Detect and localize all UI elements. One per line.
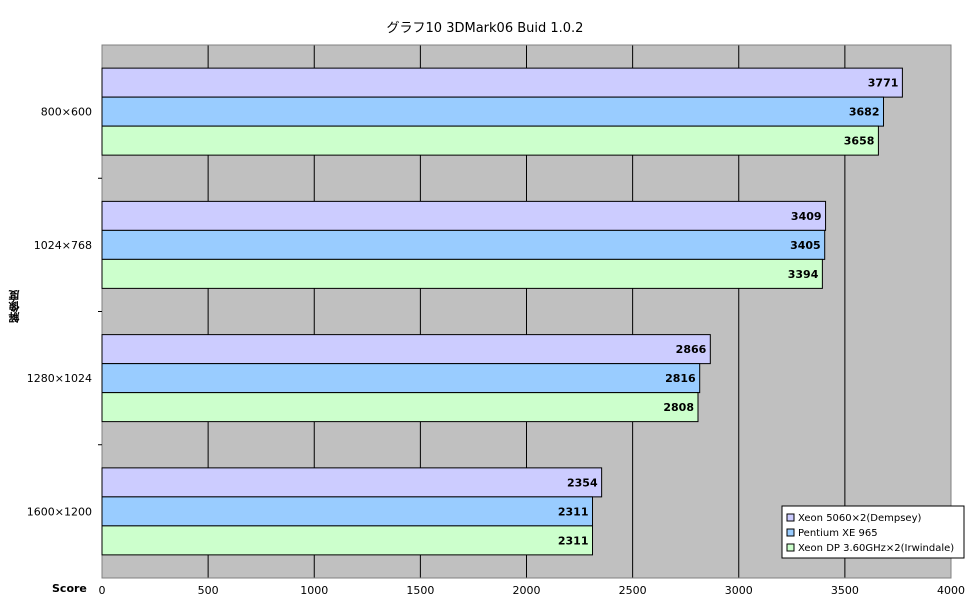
legend-swatch <box>786 513 795 522</box>
legend-label: Xeon 5060×2(Dempsey) <box>798 513 922 524</box>
x-tick-label: 2000 <box>513 584 541 597</box>
bar <box>101 229 826 260</box>
legend-label: Pentium XE 965 <box>798 528 878 539</box>
legend-swatch <box>786 528 795 537</box>
bar <box>101 496 594 527</box>
bar <box>101 363 701 394</box>
data-label: 3409 <box>791 210 822 223</box>
legend-swatch <box>786 543 795 552</box>
data-label: 3771 <box>868 77 899 90</box>
y-category-label: 800×600 <box>41 106 92 119</box>
legend <box>781 505 965 559</box>
y-category-label: 1280×1024 <box>27 372 92 385</box>
data-label: 2866 <box>676 343 707 356</box>
bar <box>101 96 885 127</box>
legend-label: Xeon DP 3.60GHz×2(Irwindale) <box>798 543 954 554</box>
data-label: 3658 <box>844 135 875 148</box>
data-label: 3682 <box>849 106 880 119</box>
bar <box>101 200 827 231</box>
data-label: 2311 <box>558 534 589 547</box>
y-category-label: 1600×1200 <box>27 505 92 518</box>
x-tick-label: 3500 <box>831 584 859 597</box>
y-category-label: 1024×768 <box>34 239 92 252</box>
x-tick-label: 3000 <box>725 584 753 597</box>
bar <box>101 125 879 156</box>
bar <box>101 334 711 365</box>
bar <box>101 67 903 98</box>
data-label: 3405 <box>790 239 821 252</box>
x-tick-label: 1500 <box>406 584 434 597</box>
data-label: 2354 <box>567 476 598 489</box>
x-tick-label: 1000 <box>300 584 328 597</box>
x-tick-label: 4000 <box>937 584 965 597</box>
chart-title: グラフ10 3DMark06 Buid 1.0.2 <box>386 21 584 36</box>
data-label: 3394 <box>788 268 819 281</box>
bar <box>101 258 823 289</box>
x-tick-label: 500 <box>198 584 219 597</box>
data-label: 2808 <box>663 401 694 414</box>
y-axis-title: 解像度 <box>8 290 21 323</box>
x-tick-label: 0 <box>99 584 106 597</box>
x-axis-title: Score <box>52 582 87 595</box>
bar <box>101 467 603 498</box>
bar <box>101 525 594 556</box>
data-label: 2816 <box>665 372 696 385</box>
x-tick-label: 2500 <box>619 584 647 597</box>
bar <box>101 392 699 423</box>
data-label: 2311 <box>558 505 589 518</box>
